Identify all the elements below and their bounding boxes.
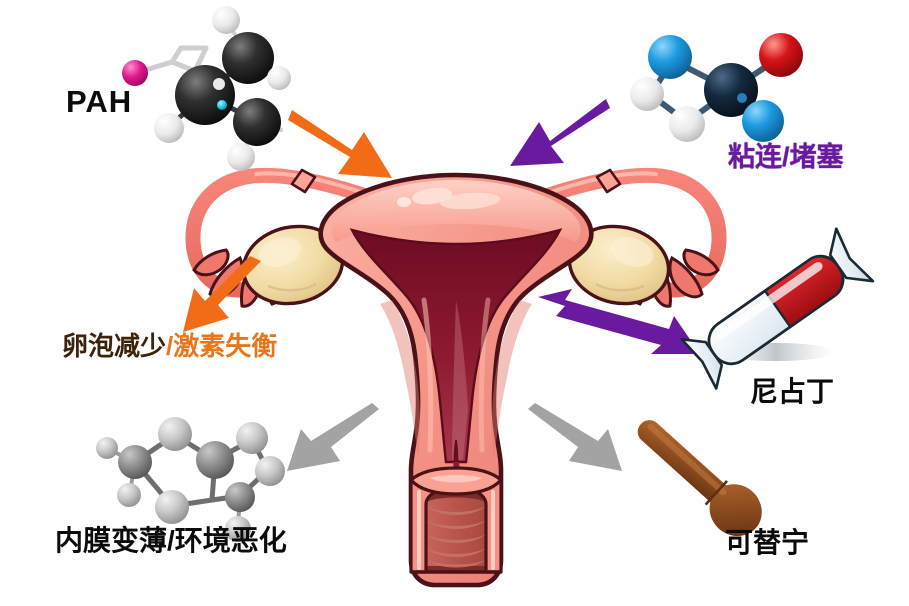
arrow-uterus-to-cotinine [528,403,622,471]
arrow-uterus-to-endometrium [287,403,379,471]
label-follicle-separator: / [166,331,174,361]
arrow-nicotine-molecule-to-uterus [510,99,610,166]
arrow-uterus-to-candy [538,289,700,354]
label-adhesion: 粘连/堵塞 [728,142,844,172]
cotinine-brush [637,420,762,537]
atom-carbon [155,490,189,524]
atom-oxygen [122,60,148,86]
nicotine-molecule [630,33,803,142]
atom-nitrogen [648,35,692,79]
atom-carbon [704,63,758,117]
atom-carbon [175,65,235,125]
uterus-anatomy-group [185,167,727,588]
atom-hydrogen [267,66,291,90]
label-follicle-imbalance: 卵泡减少/激素失衡 [62,326,277,363]
label-endometrium: 内膜变薄/环境恶化 [55,525,287,556]
uterus-body [318,172,594,588]
label-nicotine: 尼占丁 [750,376,835,407]
atom-hydrogen [117,483,141,507]
atom-hydrogen [212,6,240,34]
label-pah: PAH [66,84,133,119]
atom-nitrogen [742,100,784,142]
atom-carbon [233,98,281,146]
atom-hydrogen [96,437,118,459]
arrow-ovary-to-follicle-label [183,256,261,332]
atom-carbon [222,32,274,84]
atom-carbon [255,456,285,486]
pah-molecule [122,6,291,171]
atom-hydrogen [669,106,705,142]
atom-marker [217,100,227,110]
atom-oxygen [759,33,803,77]
atom-carbon [118,445,152,479]
atom-carbon [236,422,268,454]
atom-hydrogen [154,113,184,143]
atom-carbon [225,482,255,512]
naphthalene-molecule [96,417,285,542]
label-follicle-part-a: 卵泡减少 [62,331,167,361]
arrow-pah-to-uterus [288,110,392,178]
nicotine-candy [680,227,875,390]
label-cotinine: 可替宁 [725,527,810,558]
atom-carbon [158,417,192,451]
atom-hydrogen [225,516,251,542]
atom-hydrogen [227,143,255,171]
vaginal-canal [408,466,504,574]
atom-carbon [196,441,234,479]
label-follicle-part-b: 激素失衡 [173,331,278,361]
arrows-group [183,99,700,471]
atom-hydrogen [630,77,664,111]
